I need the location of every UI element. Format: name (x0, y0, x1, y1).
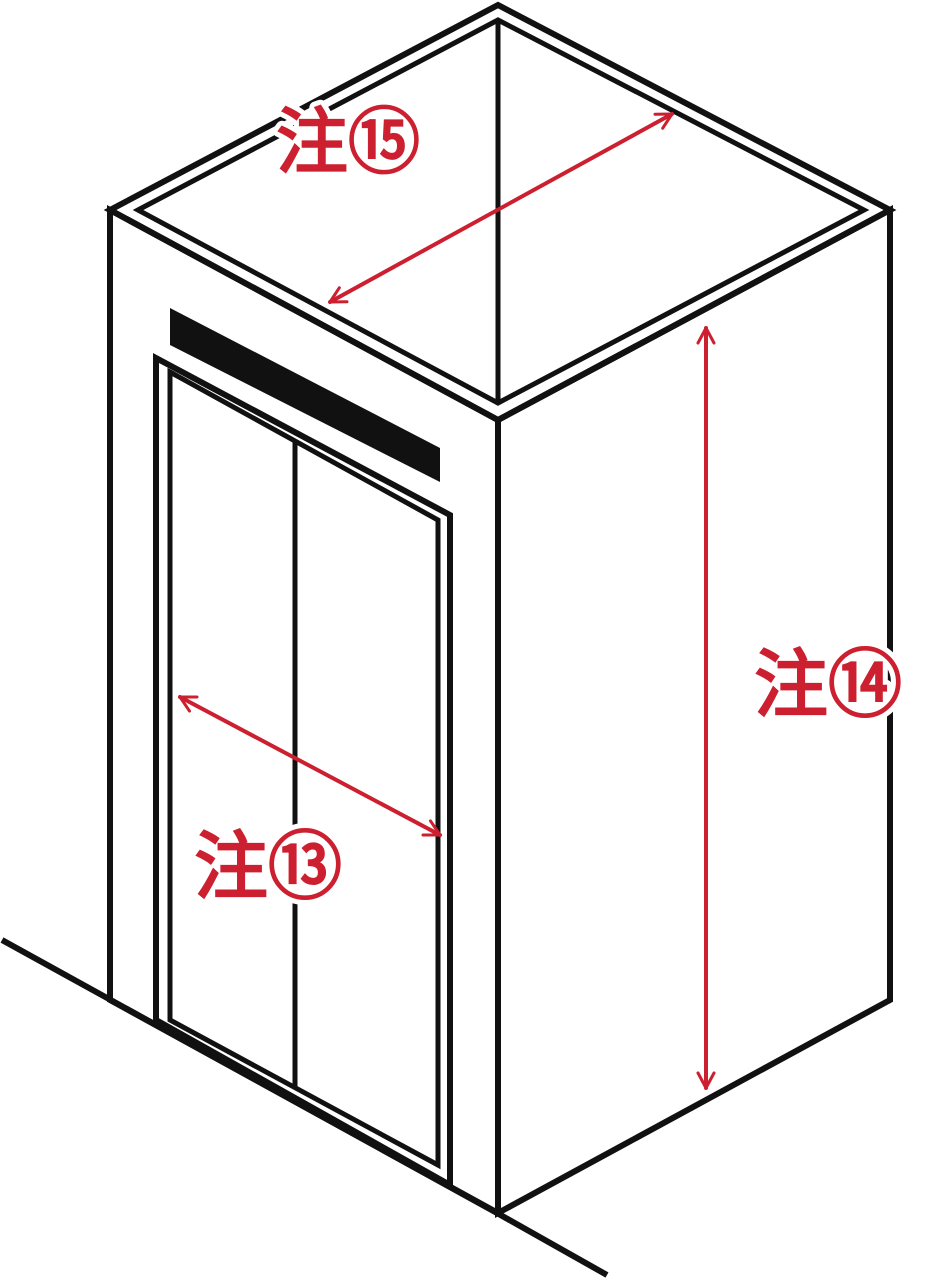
door-width-label: 注⑬ (194, 824, 342, 910)
car-side-face (495, 204, 893, 1219)
door-assembly (153, 352, 453, 1191)
door-frame (153, 352, 453, 1191)
car-depth-arrow (328, 112, 674, 304)
door-panels (167, 367, 441, 1170)
car-depth-label: 注⑮ (276, 100, 420, 184)
roof-inner-panel (132, 17, 870, 406)
door-width-arrow (178, 695, 442, 837)
car-height-label: 注⑭ (754, 642, 902, 728)
door-header-bar (170, 308, 440, 482)
dimension-arrows (178, 112, 716, 1090)
